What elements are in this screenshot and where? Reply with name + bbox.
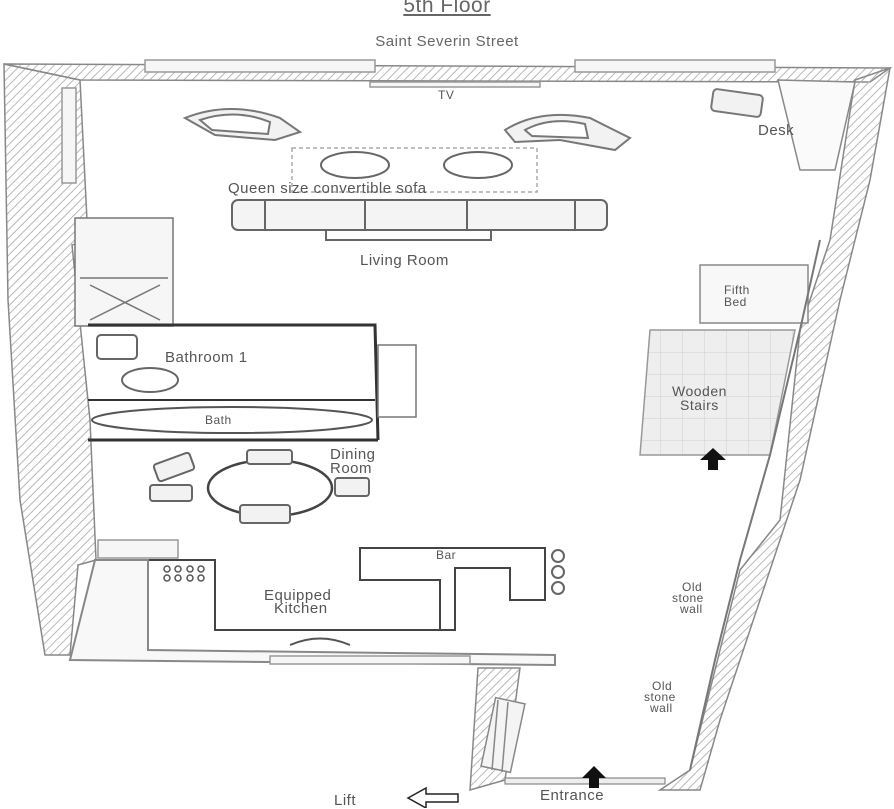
bar-stools bbox=[551, 549, 565, 595]
interior-right-edge bbox=[689, 239, 821, 771]
living-room-label: Living Room bbox=[360, 252, 449, 269]
closet bbox=[74, 217, 174, 327]
sink bbox=[96, 334, 138, 360]
old-wall-2-line1: Old bbox=[652, 679, 673, 693]
fifth-bed bbox=[699, 264, 809, 324]
kitchen-sink bbox=[289, 637, 351, 646]
toilet bbox=[121, 367, 179, 393]
dining-label-line1: Dining bbox=[330, 446, 376, 463]
kitchen-window bbox=[269, 655, 471, 665]
pouf-right bbox=[443, 151, 513, 179]
old-wall-1-line3: wall bbox=[680, 602, 703, 616]
stairs-label-line1: Wooden bbox=[672, 383, 727, 399]
floor-title: 5th Floor bbox=[403, 0, 491, 17]
dining-chairs bbox=[149, 449, 370, 524]
pouf-left bbox=[320, 151, 390, 179]
hob bbox=[163, 565, 205, 582]
lift-bench bbox=[480, 696, 526, 774]
entrance-door bbox=[504, 777, 666, 785]
sofa-area-outline bbox=[291, 147, 538, 193]
kitchen-label-line2: Kitchen bbox=[274, 600, 328, 617]
old-wall-2-line3: wall bbox=[650, 701, 673, 715]
kitchen-label-line1: Equipped bbox=[264, 587, 332, 604]
sofa bbox=[231, 199, 608, 241]
right-wall bbox=[657, 66, 891, 791]
left-window-frames bbox=[61, 87, 179, 559]
street-windows bbox=[144, 59, 776, 88]
left-wall bbox=[3, 63, 97, 656]
old-wall-1-line1: Old bbox=[682, 580, 703, 594]
old-wall-1-line2: stone bbox=[672, 591, 704, 605]
armchair-left bbox=[182, 108, 303, 142]
armchair-right bbox=[503, 113, 632, 152]
fifth-bed-label-line1: Fifth bbox=[724, 283, 750, 297]
lift-label: Lift bbox=[334, 792, 357, 809]
desk-label: Desk bbox=[758, 122, 795, 139]
entrance-label: Entrance bbox=[540, 787, 605, 804]
tv-label: TV bbox=[438, 88, 455, 102]
lift-arrow-icon bbox=[406, 786, 459, 808]
sofa-label: Queen size convertible sofa bbox=[228, 180, 427, 197]
old-wall-2-line2: stone bbox=[644, 690, 676, 704]
stairs-arrow bbox=[700, 448, 726, 470]
bath-tub bbox=[91, 406, 373, 434]
entrance-arrow bbox=[582, 766, 606, 788]
bar-label: Bar bbox=[436, 548, 457, 562]
desk bbox=[777, 79, 856, 171]
desk-chair bbox=[710, 88, 764, 118]
dining-label-line2: Room bbox=[330, 460, 373, 477]
bath-label: Bath bbox=[205, 413, 232, 427]
bathroom-label: Bathroom 1 bbox=[165, 349, 248, 366]
bathroom-door bbox=[377, 344, 417, 418]
stairs-label-line2: Stairs bbox=[680, 397, 719, 413]
fifth-bed-label-line2: Bed bbox=[724, 295, 747, 309]
bathroom bbox=[88, 323, 380, 442]
kitchen-counter bbox=[68, 547, 556, 667]
street-label: Saint Severin Street bbox=[375, 33, 519, 50]
